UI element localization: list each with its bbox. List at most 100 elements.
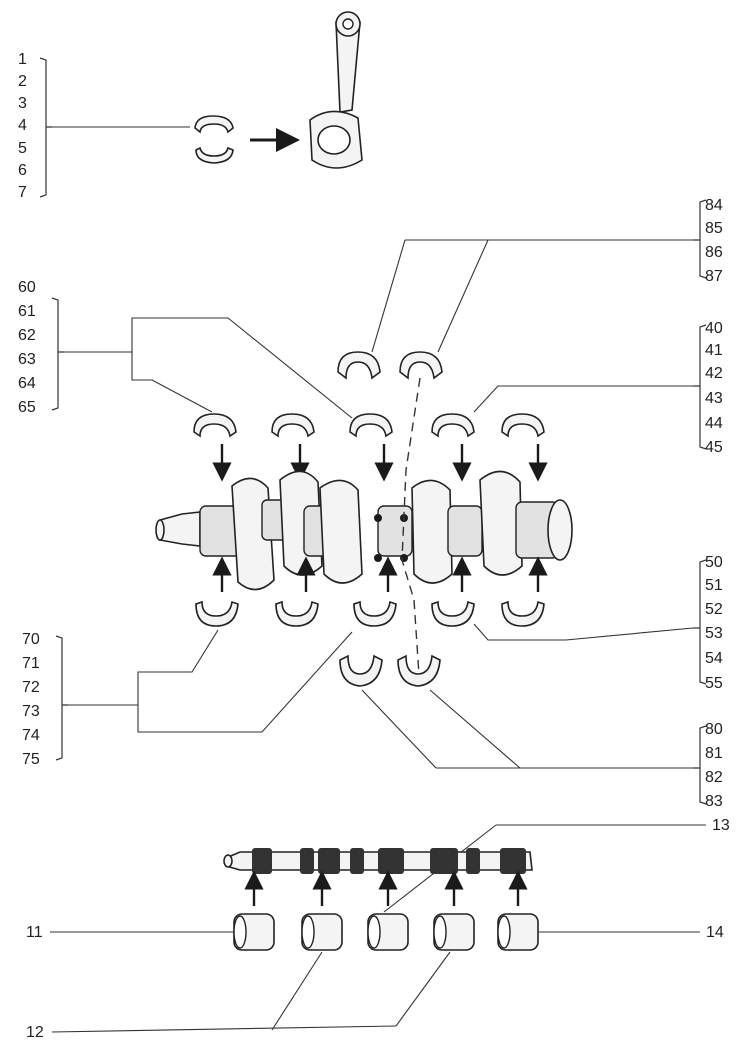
label-86: 86 xyxy=(705,244,723,261)
label-11: 11 xyxy=(26,924,43,941)
arrows-camshaft xyxy=(244,870,528,906)
label-40: 40 xyxy=(705,320,723,337)
label-61: 61 xyxy=(18,303,36,320)
conrod-assembly xyxy=(194,11,363,169)
label-83: 83 xyxy=(705,793,723,810)
upper-shell-4 xyxy=(431,413,475,438)
lower-shell-4 xyxy=(431,600,475,627)
label-60: 60 xyxy=(18,279,36,296)
bracket-upper-main-right xyxy=(693,324,707,450)
main-journal-4 xyxy=(447,505,483,557)
bracket-thrust-lower xyxy=(693,725,707,805)
label-62: 62 xyxy=(18,327,36,344)
leader-upper-main-left-a xyxy=(131,317,353,419)
conrod-upper-shell xyxy=(194,115,234,134)
crankshaft xyxy=(155,470,573,591)
main-journal-3 xyxy=(377,505,413,557)
upper-thrust-washers xyxy=(337,351,443,380)
upper-shell-5 xyxy=(501,413,545,438)
thrust-alignment-line xyxy=(401,377,421,691)
crank-web-5 xyxy=(479,470,523,576)
arrows-upper xyxy=(212,444,548,482)
leader-upper-main-left-b xyxy=(131,352,213,413)
label-group-thrust-lower: 80 81 82 83 xyxy=(361,689,723,810)
label-64: 64 xyxy=(18,375,36,392)
label-75: 75 xyxy=(22,751,40,768)
label-3: 3 xyxy=(18,95,27,112)
label-group-upper-main-left: 60 61 62 63 64 65 xyxy=(18,279,353,419)
label-41: 41 xyxy=(705,342,723,359)
lower-shell-2 xyxy=(275,600,319,627)
label-1: 1 xyxy=(18,51,27,68)
label-52: 52 xyxy=(705,601,723,618)
crank-nose xyxy=(159,511,201,547)
label-71: 71 xyxy=(22,655,40,672)
upper-shell-1 xyxy=(193,413,237,438)
bracket-lower-main-left xyxy=(55,635,68,761)
leader-thrust-lower-a xyxy=(361,689,437,769)
label-87: 87 xyxy=(705,268,723,285)
leader-12-a xyxy=(271,951,323,1031)
label-13: 13 xyxy=(712,817,730,834)
label-53: 53 xyxy=(705,625,723,642)
label-51: 51 xyxy=(705,577,723,594)
conrod-lower-shell xyxy=(195,146,234,164)
leader-thrust-upper-a xyxy=(371,239,406,353)
crank-flange xyxy=(547,499,573,561)
label-42: 42 xyxy=(705,365,723,382)
leader-12-b xyxy=(395,951,451,1027)
bracket-thrust-upper xyxy=(693,199,707,279)
leader-lower-main-left-a xyxy=(137,629,219,705)
label-55: 55 xyxy=(705,675,723,692)
label-14: 14 xyxy=(706,924,724,941)
label-80: 80 xyxy=(705,721,723,738)
label-group-conrod-bearings: 1 2 3 4 5 6 7 xyxy=(18,51,190,201)
leader-upper-main-right xyxy=(473,385,693,413)
camshaft-assembly: 13 xyxy=(26,817,730,1041)
crank-web-3 xyxy=(319,479,363,584)
label-7: 7 xyxy=(18,184,27,201)
label-82: 82 xyxy=(705,769,723,786)
thrust-washer-lower-2 xyxy=(397,654,441,687)
label-5: 5 xyxy=(18,140,27,157)
label-group-lower-main-left: 70 71 72 73 74 75 xyxy=(22,629,353,768)
thrust-washer-upper-1 xyxy=(337,351,381,380)
conrod-bore xyxy=(317,125,351,155)
thrust-washer-upper-2 xyxy=(399,351,443,380)
label-85: 85 xyxy=(705,220,723,237)
label-group-thrust-upper: 84 85 86 87 xyxy=(371,197,723,353)
label-44: 44 xyxy=(705,415,723,432)
label-2: 2 xyxy=(18,73,27,90)
bracket-upper-main-left xyxy=(51,297,64,411)
cam-bushings xyxy=(233,913,539,951)
label-group-upper-main-right: 40 41 42 43 44 45 xyxy=(473,320,723,456)
label-4: 4 xyxy=(18,117,27,134)
leader-12 xyxy=(51,1025,397,1033)
lower-main-shells xyxy=(195,600,545,627)
label-43: 43 xyxy=(705,390,723,407)
label-65: 65 xyxy=(18,399,36,416)
lower-shell-1 xyxy=(195,600,239,627)
lower-thrust-washers xyxy=(339,654,441,687)
label-54: 54 xyxy=(705,650,723,667)
label-45: 45 xyxy=(705,439,723,456)
bracket-conrod xyxy=(39,57,52,198)
label-74: 74 xyxy=(22,727,40,744)
conrod-pin-hole xyxy=(342,18,354,30)
upper-main-shells xyxy=(193,413,545,438)
lower-shell-3 xyxy=(353,600,397,627)
arrows-lower xyxy=(212,556,548,592)
label-50: 50 xyxy=(705,554,723,571)
leader-thrust-upper-b xyxy=(437,239,489,353)
crank-web-4 xyxy=(411,479,453,584)
label-70: 70 xyxy=(22,631,40,648)
label-72: 72 xyxy=(22,679,40,696)
label-63: 63 xyxy=(18,351,36,368)
thrust-washer-lower-1 xyxy=(339,654,383,687)
label-73: 73 xyxy=(22,703,40,720)
bracket-lower-main-right xyxy=(693,559,707,685)
upper-shell-2 xyxy=(271,413,315,438)
camshaft-lobes xyxy=(252,848,526,874)
label-group-lower-main-right: 50 51 52 53 54 55 xyxy=(473,554,723,692)
